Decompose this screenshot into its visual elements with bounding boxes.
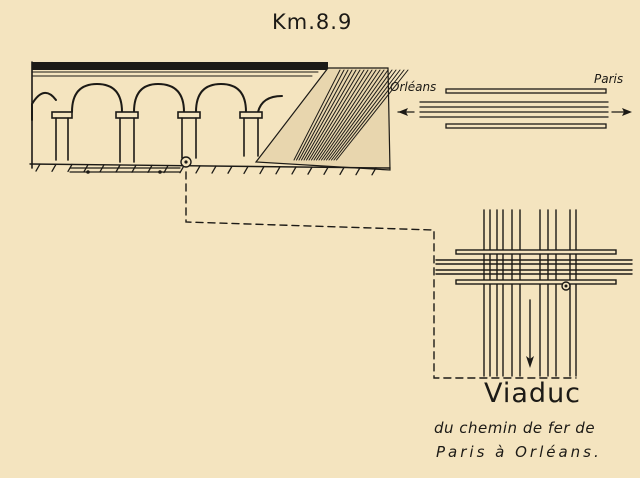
- embankment-hatch-line: [306, 69, 361, 161]
- track-plan: [397, 88, 632, 129]
- ground-tick: [163, 164, 169, 174]
- ground-tick: [259, 165, 265, 175]
- embankment-hatch-line: [298, 69, 349, 161]
- ground-tick: [371, 167, 377, 176]
- embankment-hatch-line: [313, 69, 373, 161]
- kilometer-label: Km.8.9: [272, 10, 353, 34]
- orleans-direction-label: Orléans: [390, 80, 437, 94]
- ground-tick: [211, 165, 217, 174]
- caption-title: Viaduc: [484, 378, 582, 409]
- embankment-hatch-line: [326, 69, 393, 161]
- caption-line-2: Paris à Orléans.: [436, 443, 602, 461]
- ground-tick: [147, 164, 153, 174]
- embankment-hatch-line: [293, 69, 341, 161]
- ground-tick: [195, 165, 201, 174]
- ground-tick: [323, 166, 329, 175]
- ground-tick: [51, 163, 57, 172]
- embankment-hatch-line: [333, 69, 405, 161]
- ground-tick: [131, 164, 137, 173]
- embankment-hatch-line: [318, 69, 381, 161]
- embankment-hatch-line: [323, 69, 389, 161]
- embankment-hatch-line: [336, 69, 409, 161]
- embankment-hatch-line: [316, 69, 377, 161]
- embankment-hatch-line: [301, 69, 353, 161]
- viaduct-deck: [32, 62, 328, 70]
- ground-tick: [243, 165, 249, 175]
- ground-tick: [35, 163, 41, 172]
- detail-plan: [435, 209, 633, 377]
- embankment-hatch-line: [321, 69, 385, 161]
- embankment-hatch-line: [328, 69, 397, 161]
- embankment: [254, 67, 409, 171]
- paris-direction-label: Paris: [594, 72, 624, 86]
- leader-line: [185, 171, 577, 379]
- embankment-hatch-line: [303, 69, 357, 161]
- viaduct-piers: [51, 111, 263, 163]
- arrow-left-icon: [397, 108, 415, 116]
- embankment-hatch-line: [331, 69, 401, 161]
- embankment-hatch-line: [296, 69, 345, 161]
- ground-tick: [355, 167, 361, 176]
- viaduct-arches: [31, 82, 283, 121]
- ground-tick: [227, 165, 233, 174]
- ground-tick: [291, 166, 297, 175]
- embankment-hatch-line: [308, 69, 365, 161]
- viaduct-elevation: [29, 61, 409, 176]
- caption-line-1: du chemin de fer de: [434, 419, 596, 437]
- embankment-hatch-line: [311, 69, 369, 161]
- ground-tick: [307, 166, 313, 175]
- culvert: [69, 156, 192, 174]
- ground-tick: [275, 166, 281, 175]
- ground-tick: [339, 166, 345, 176]
- arrow-down-icon: [526, 299, 534, 368]
- arrow-right-icon: [611, 108, 632, 116]
